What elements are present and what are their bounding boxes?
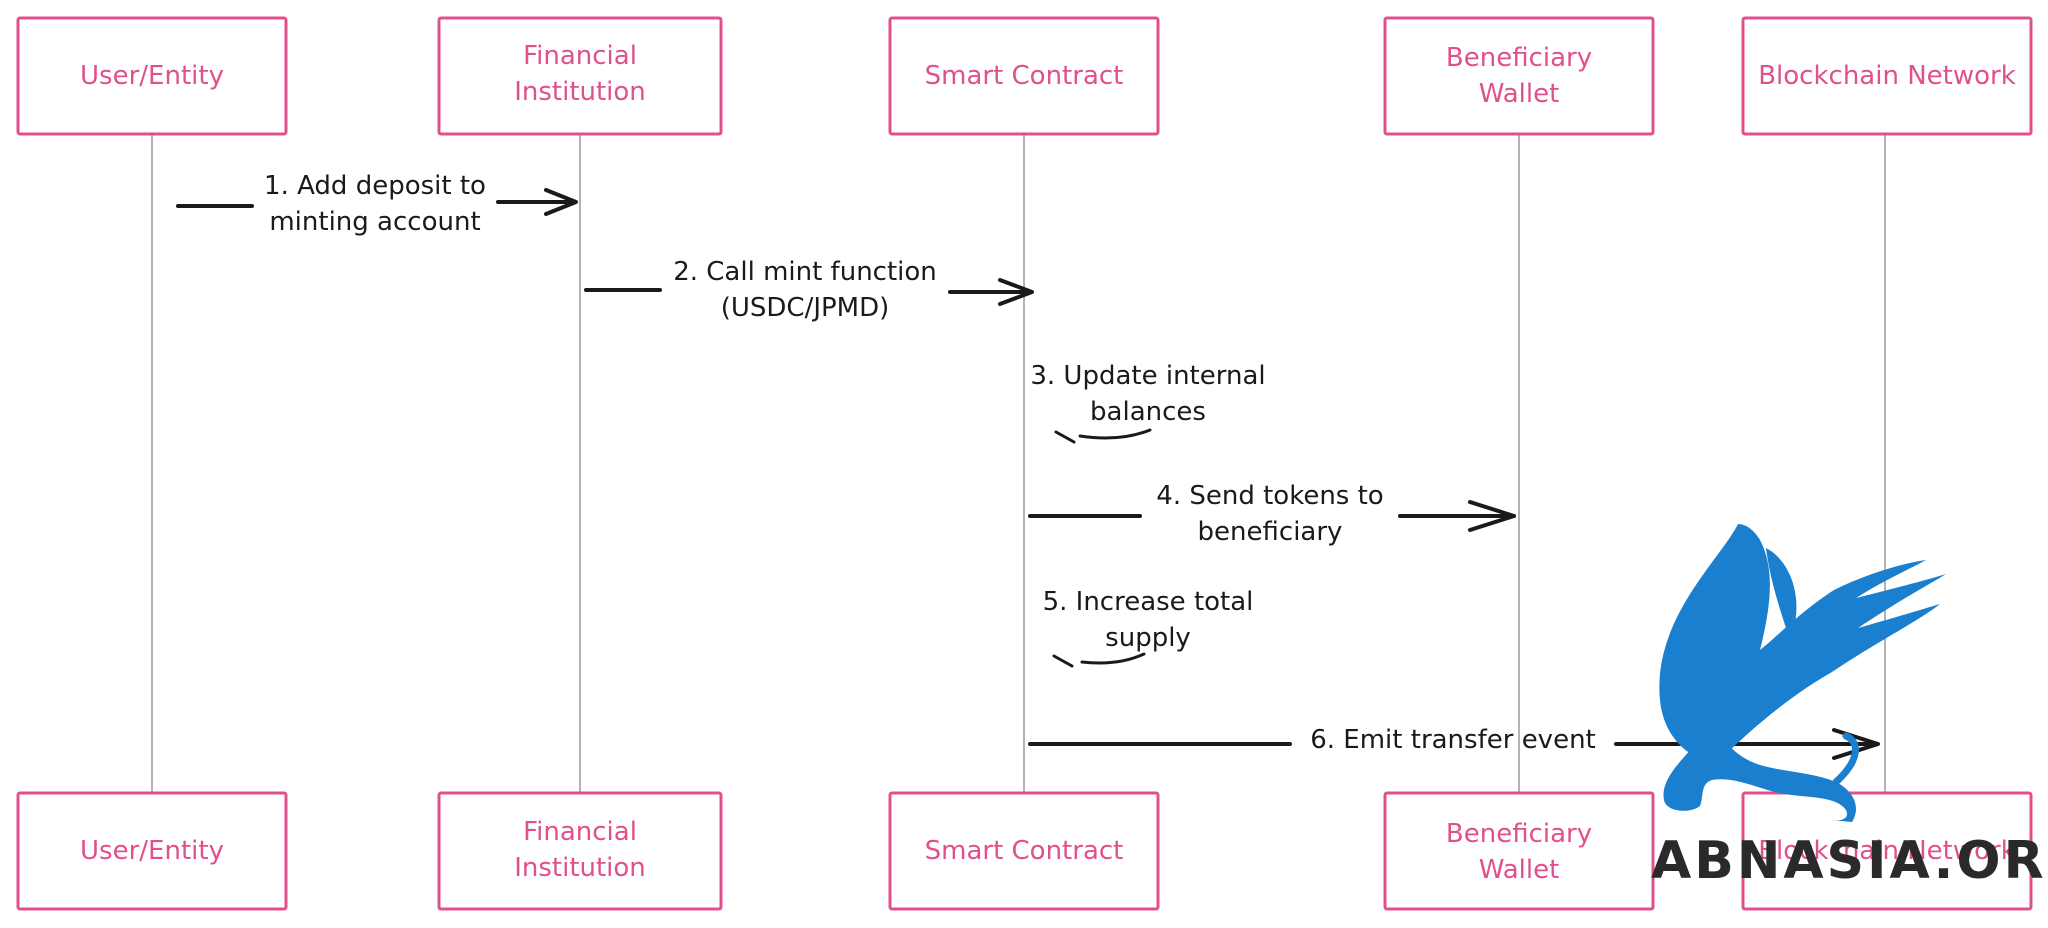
message-2: 2. Call mint function (USDC/JPMD) [584, 257, 1034, 323]
actor-box [437, 791, 723, 911]
message-5: 5. Increase total supply [1043, 587, 1254, 668]
actor-smart-contract-top: Smart Contract [888, 16, 1160, 136]
actor-beneficiary-wallet-bottom: Beneficiary Wallet [1383, 791, 1655, 911]
message-arrow-line [584, 288, 1030, 294]
actor-financial-institution-bottom: Financial Institution [437, 791, 723, 911]
actor-label: Blockchain Network [1758, 836, 2016, 866]
arrowhead-icon [1468, 500, 1516, 532]
actor-label-line-1: Financial [523, 817, 637, 847]
message-label-line-1: 3. Update internal [1030, 361, 1265, 391]
actor-financial-institution-top: Financial Institution [437, 16, 723, 136]
message-label-line-2: supply [1105, 623, 1191, 653]
watermark-text: ABNASIA.ORG [1651, 831, 2048, 891]
self-call-mark [1052, 652, 1146, 668]
actor-box [16, 16, 288, 136]
actor-label-line-2: Institution [514, 77, 646, 107]
actor-box [1383, 791, 1655, 911]
actor-label: User/Entity [80, 836, 224, 866]
actor-label-line-1: Beneficiary [1446, 819, 1592, 849]
actor-label: Smart Contract [925, 61, 1124, 91]
actor-label-line-1: Financial [523, 41, 637, 71]
actor-box [888, 16, 1160, 136]
actor-beneficiary-wallet-top: Beneficiary Wallet [1383, 16, 1655, 136]
actor-user-bottom: User/Entity [16, 791, 288, 911]
actor-box [888, 791, 1160, 911]
actor-box [1741, 16, 2033, 136]
message-label-line-1: 5. Increase total [1043, 587, 1254, 617]
actor-user-top: User/Entity [16, 16, 288, 136]
message-label-line-2: beneficiary [1198, 517, 1343, 547]
actor-smart-contract-bottom: Smart Contract [888, 791, 1160, 911]
actor-label-line-2: Wallet [1479, 79, 1560, 109]
message-4: 4. Send tokens to beneficiary [1028, 481, 1516, 547]
message-label-line-2: minting account [269, 207, 480, 237]
message-label: 6. Emit transfer event [1310, 725, 1596, 755]
message-6: 6. Emit transfer event [1028, 725, 1880, 760]
actor-blockchain-network-bottom: Blockchain Network [1741, 791, 2033, 911]
actor-label: User/Entity [80, 61, 224, 91]
message-arrow-line [176, 200, 574, 208]
actor-label-line-2: Institution [514, 853, 646, 883]
message-label-line-1: 4. Send tokens to [1156, 481, 1383, 511]
lifelines [151, 135, 1886, 793]
actor-box [1383, 16, 1655, 136]
message-1: 1. Add deposit to minting account [176, 171, 578, 237]
message-3: 3. Update internal balances [1030, 361, 1266, 444]
griffin-logo-icon [1659, 524, 1946, 822]
actor-label-line-1: Beneficiary [1446, 43, 1592, 73]
actor-label: Smart Contract [925, 836, 1124, 866]
self-call-mark [1054, 428, 1152, 444]
actor-blockchain-network-top: Blockchain Network [1741, 16, 2033, 136]
actor-box [1741, 791, 2033, 911]
arrowhead-icon [544, 188, 578, 216]
message-label-line-2: balances [1090, 397, 1206, 427]
actor-box [437, 16, 723, 136]
actor-label-line-2: Wallet [1479, 855, 1560, 885]
actor-box [16, 791, 288, 911]
message-label-line-1: 1. Add deposit to [264, 171, 486, 201]
message-label-line-2: (USDC/JPMD) [721, 293, 890, 323]
message-label-line-1: 2. Call mint function [673, 257, 937, 287]
watermark: ABNASIA.ORG [1651, 524, 2048, 891]
arrowhead-icon [998, 278, 1034, 306]
actor-label: Blockchain Network [1758, 61, 2016, 91]
